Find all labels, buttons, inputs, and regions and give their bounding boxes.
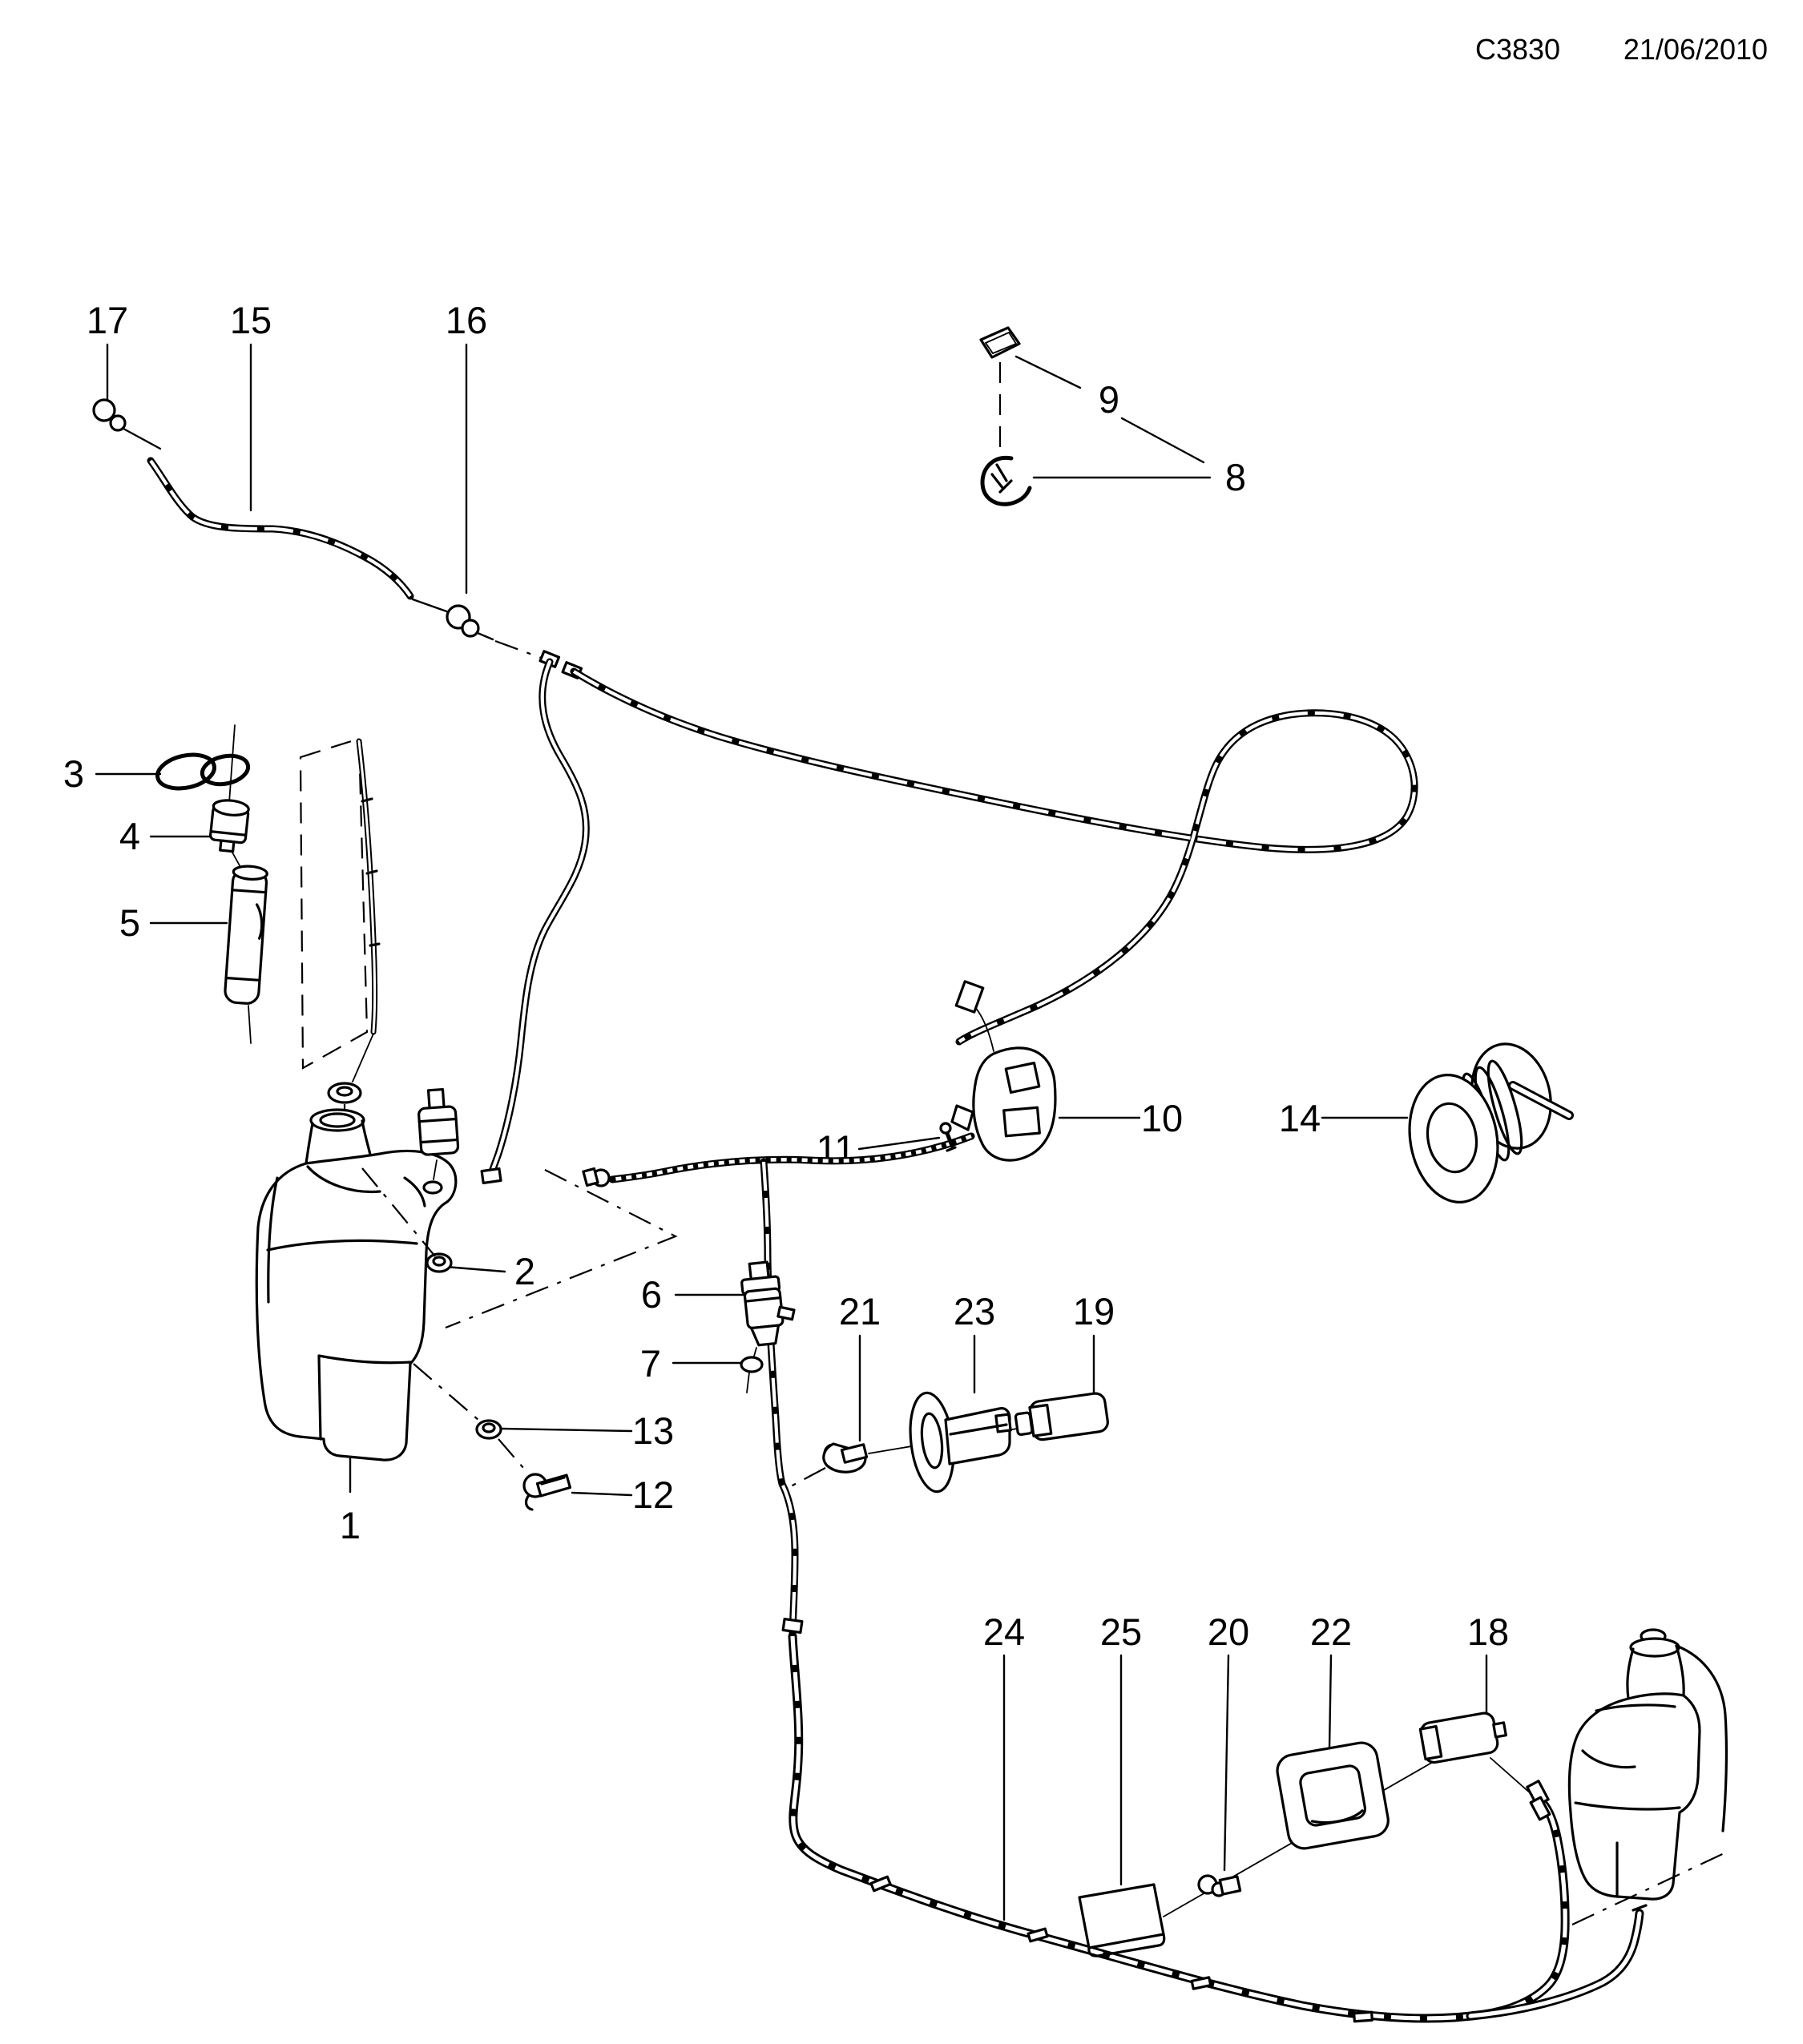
callout-18: 18	[1467, 1611, 1509, 1653]
hose-clip-16	[411, 598, 583, 679]
reservoir-cap-grommet	[327, 1082, 362, 1115]
callout-15: 15	[230, 299, 272, 341]
grommet-13	[475, 1419, 502, 1440]
callout-22: 22	[1310, 1611, 1352, 1653]
corrugated-hose	[582, 1136, 971, 1187]
callout-20: 20	[1208, 1611, 1249, 1653]
callout-16: 16	[446, 299, 487, 341]
callout-9: 9	[1099, 378, 1119, 421]
pump-grommet-7	[740, 1356, 764, 1393]
callout-labels: 1 2 3 4 5 6 7 8 9 10 11 12 13 14 15 16 1…	[63, 299, 1509, 1653]
callout-8: 8	[1225, 456, 1246, 498]
callout-2: 2	[514, 1250, 535, 1292]
callout-14: 14	[1279, 1097, 1321, 1139]
filler-neck-5	[224, 865, 268, 1044]
callout-6: 6	[641, 1273, 662, 1316]
washer-tube-left	[480, 662, 586, 1185]
callout-3: 3	[63, 752, 84, 795]
tube-to-front-harness	[764, 1162, 795, 1633]
connector-elbow-21	[789, 1442, 869, 1488]
callout-23: 23	[954, 1290, 995, 1332]
cover-cap-25	[1078, 1883, 1166, 1957]
level-indicator-rod	[352, 738, 381, 1082]
callout-5: 5	[119, 901, 140, 944]
callout-25: 25	[1100, 1611, 1142, 1653]
callout-21: 21	[839, 1290, 881, 1332]
washer-tube-loop	[574, 671, 1414, 1042]
clip-8	[980, 455, 1032, 506]
jet-actuator-19	[1014, 1392, 1109, 1441]
washer-reservoir-1	[255, 1108, 458, 1461]
callout-13: 13	[632, 1409, 674, 1452]
callout-19: 19	[1073, 1290, 1115, 1332]
header: C3830 21/06/2010	[1475, 33, 1768, 66]
callout-4: 4	[119, 815, 140, 857]
filler-cap-4	[209, 724, 250, 868]
leader-lines	[95, 343, 1488, 1921]
bracket-clip-12	[522, 1473, 572, 1511]
callout-10: 10	[1141, 1097, 1183, 1139]
bezel-22	[1276, 1741, 1390, 1850]
callout-1: 1	[340, 1504, 361, 1546]
grommet-2	[426, 1252, 453, 1273]
callout-17: 17	[87, 299, 128, 341]
reference-reservoir	[1567, 1628, 1730, 1925]
callout-12: 12	[632, 1474, 674, 1516]
tubing-reel-14	[1408, 1042, 1569, 1203]
screw-11	[939, 1122, 957, 1152]
diagram-code: C3830	[1475, 33, 1560, 66]
front-washer-harness-24	[781, 1617, 1648, 2022]
washer-pump-6	[740, 1260, 796, 1360]
headlamp-washer-pump-assembly-10	[950, 980, 1057, 1162]
mounting-panel-outline	[299, 737, 369, 1070]
hose-end-fitting-17	[92, 398, 162, 450]
washer-jet-23	[909, 1391, 1012, 1494]
reference-dash-lines	[361, 1167, 678, 1475]
reservoir-pump	[417, 1087, 460, 1195]
diagram-date: 21/06/2010	[1624, 33, 1768, 66]
callout-7: 7	[640, 1342, 661, 1385]
sealing-ring-3	[155, 752, 251, 791]
callout-24: 24	[983, 1611, 1025, 1653]
connector-20	[1197, 1874, 1242, 1897]
cover-patch-9	[979, 326, 1021, 449]
actuator-18	[1418, 1711, 1507, 1764]
washer-hose-15	[151, 461, 410, 596]
